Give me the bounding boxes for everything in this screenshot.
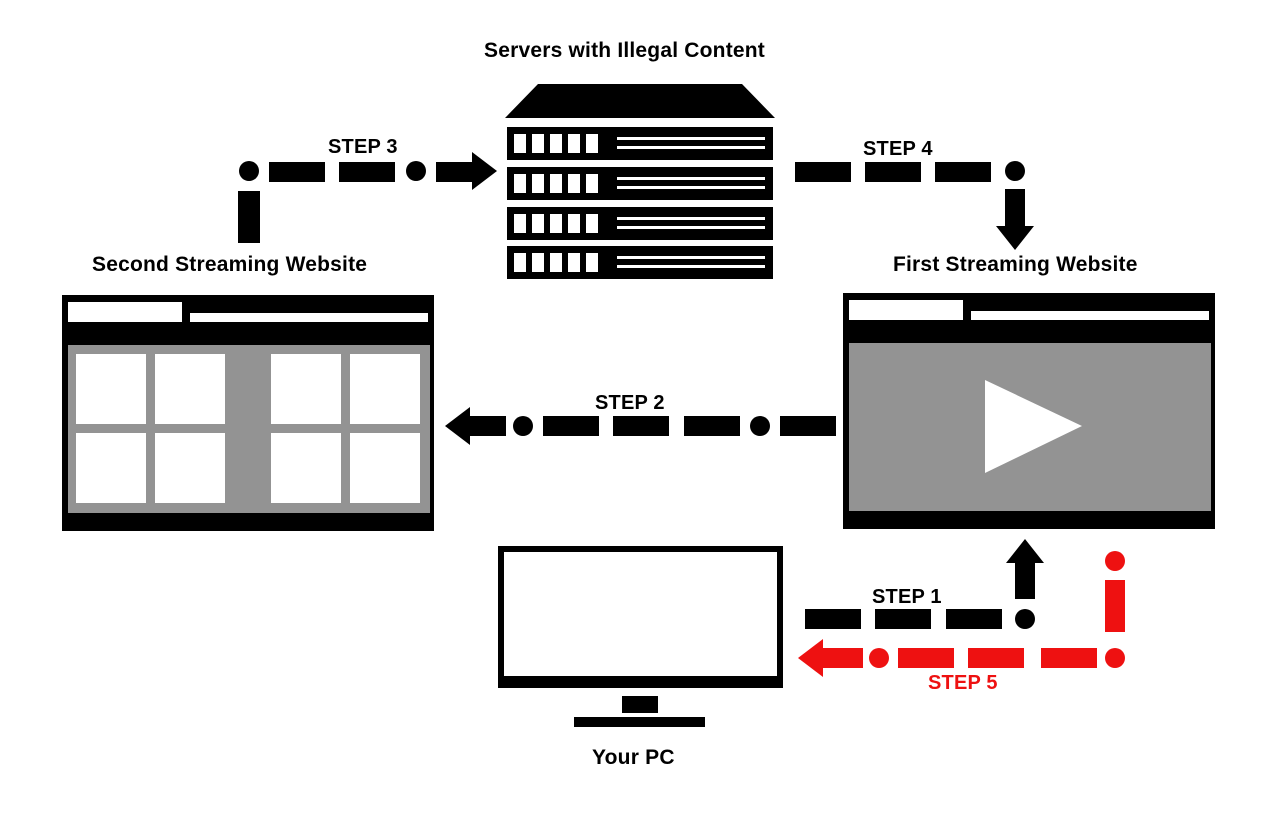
step1-label: STEP 1 [872,586,942,608]
step4-arrow [795,161,1034,250]
step1-arrow [805,539,1044,629]
server-unit [507,246,773,279]
first-website-window-icon [843,293,1215,529]
thumbnail-grid [76,354,420,503]
step2-arrow [445,407,836,445]
second-website-label: Second Streaming Website [92,253,368,276]
pc-label: Your PC [592,746,675,769]
step2-label: STEP 2 [595,392,665,414]
step4-label: STEP 4 [863,138,933,160]
server-unit [507,207,773,240]
server-rack-icon [505,84,775,279]
servers-label: Servers with Illegal Content [484,39,765,62]
step3-label: STEP 3 [328,136,398,158]
step3-arrow [238,152,497,243]
server-unit [507,127,773,160]
second-website-window-icon [62,295,434,531]
play-icon [985,380,1082,473]
step5-arrow [798,551,1125,677]
first-website-label: First Streaming Website [893,253,1138,276]
step5-label: STEP 5 [928,672,998,694]
monitor-icon [498,546,783,727]
server-unit [507,167,773,200]
